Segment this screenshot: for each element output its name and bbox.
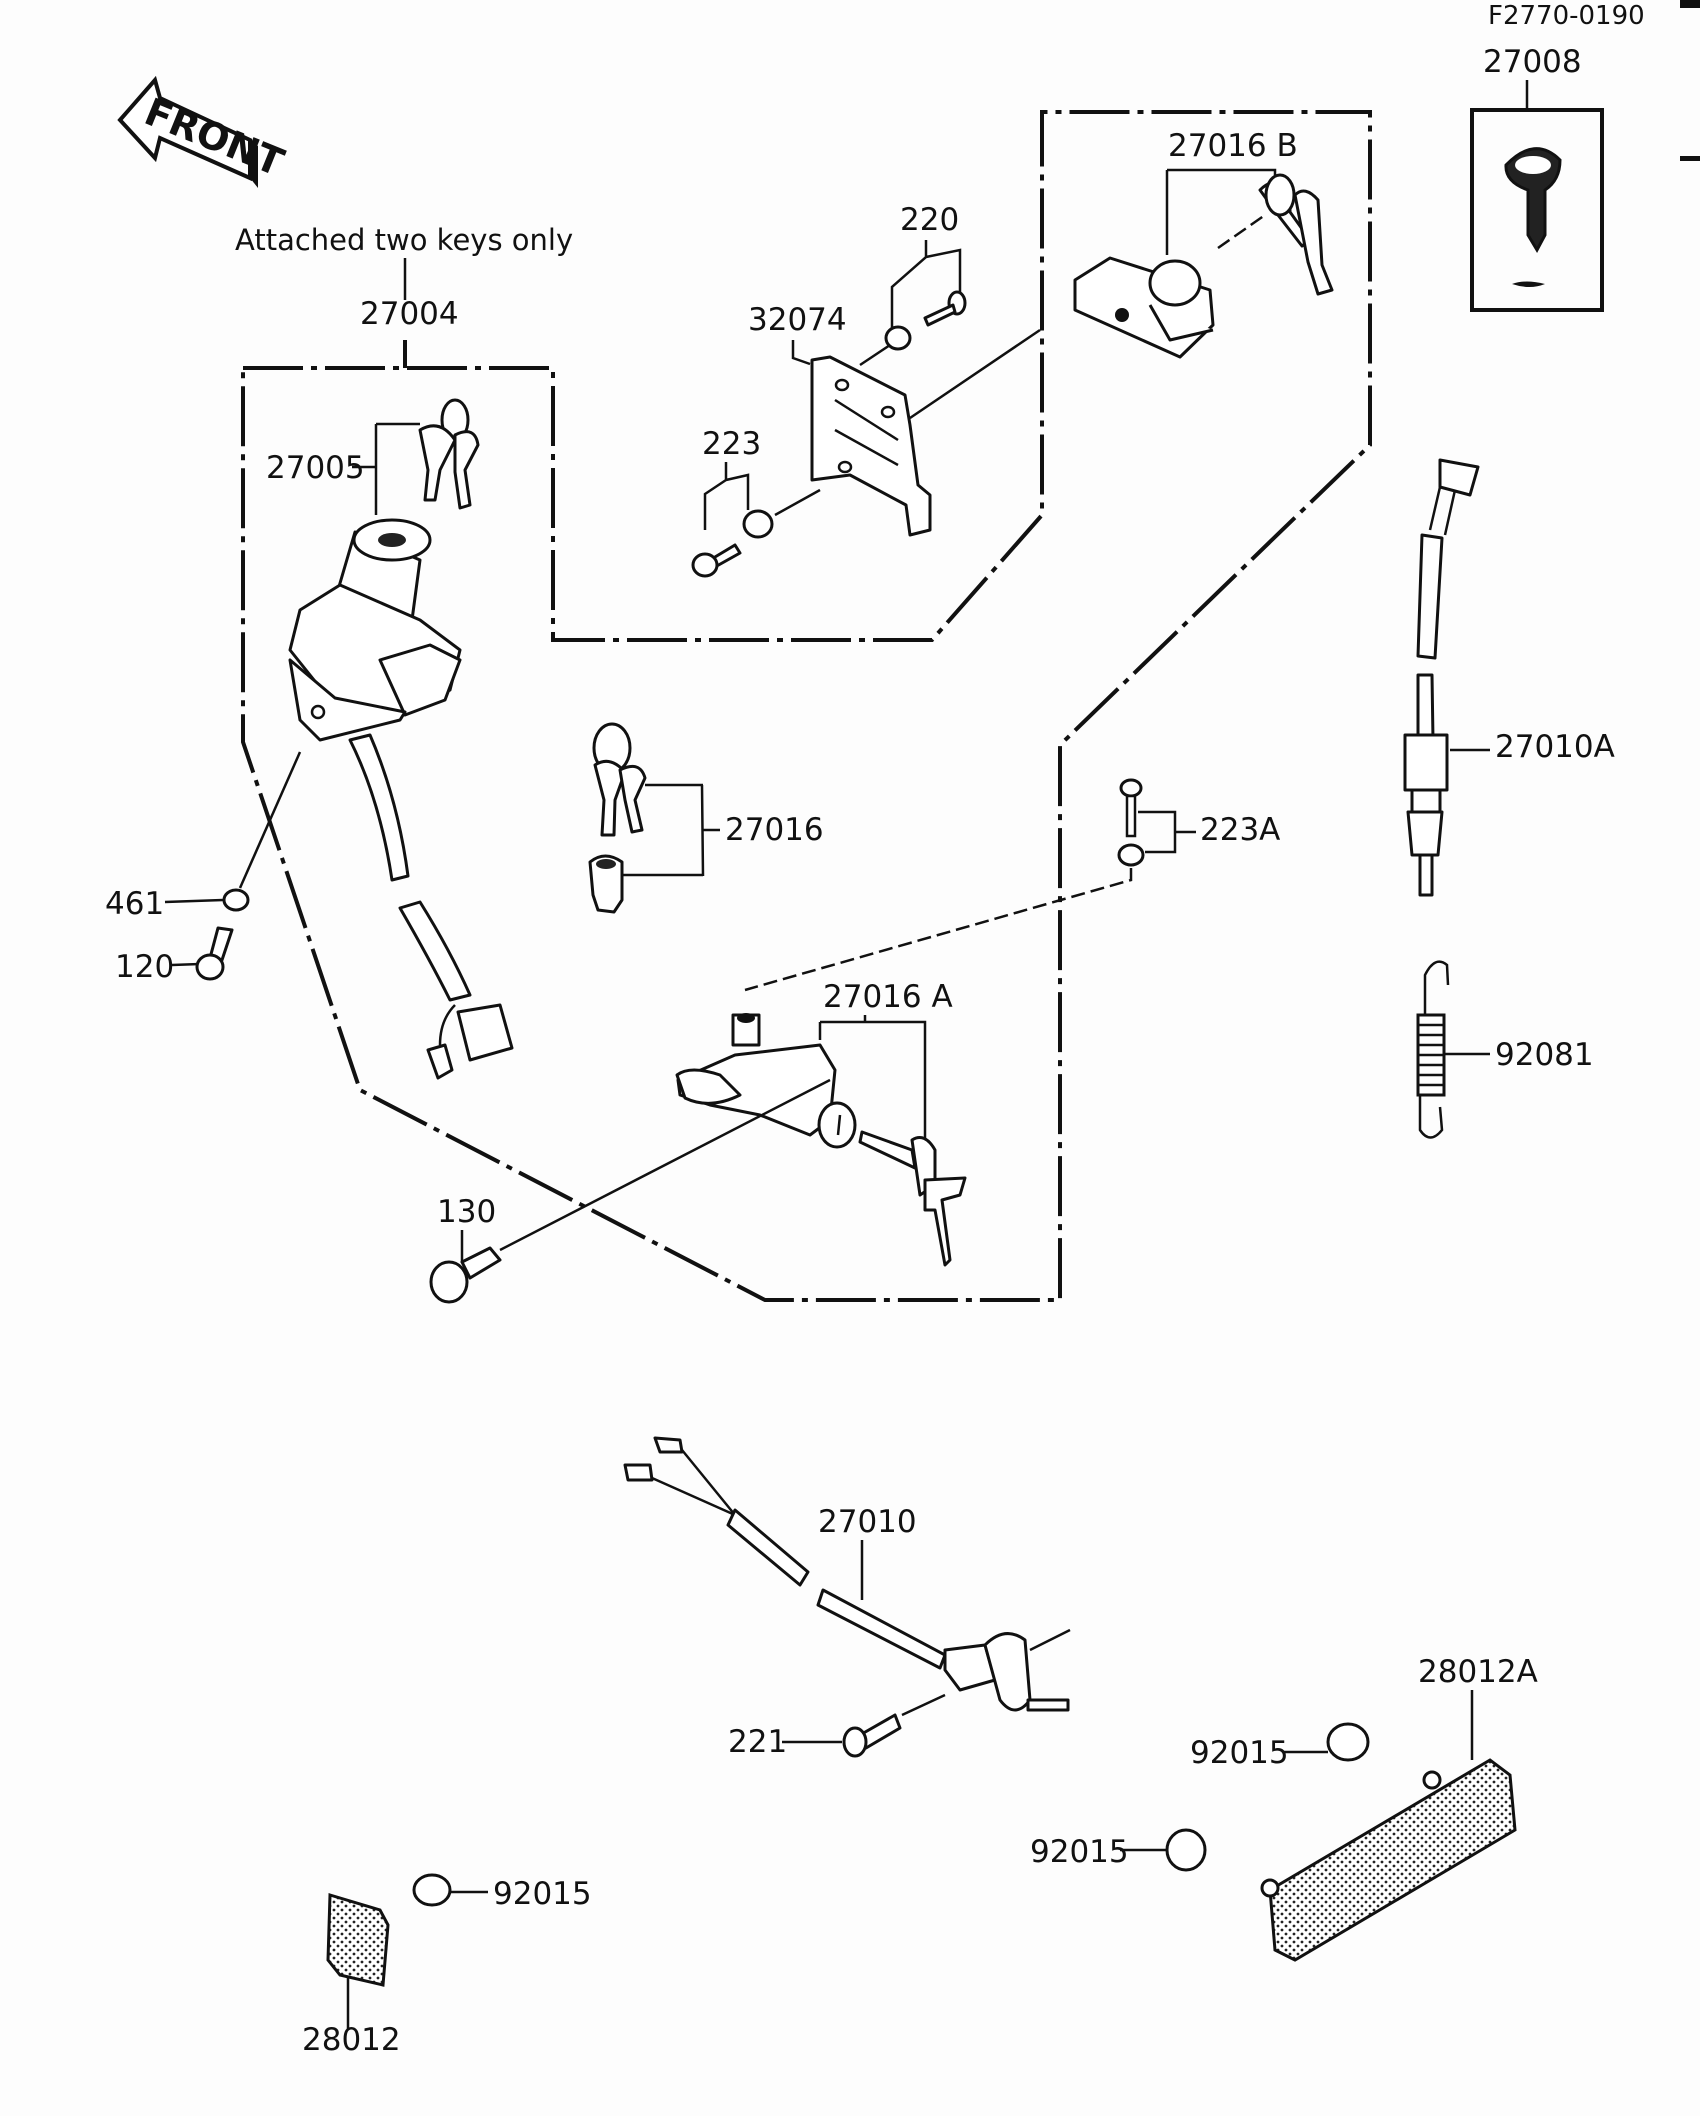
leader-120 xyxy=(171,962,201,967)
bolt-120-icon xyxy=(195,926,234,981)
edge-mark-top xyxy=(1680,0,1700,8)
part-label-92015c: 92015 xyxy=(493,1876,592,1912)
part-label-27010: 27010 xyxy=(818,1504,917,1540)
nut-92015a-icon xyxy=(1326,1722,1370,1762)
attached-keys-note: Attached two keys only xyxy=(235,223,573,257)
part-label-27005: 27005 xyxy=(266,450,365,486)
front-arrow-icon: FRONT xyxy=(117,75,290,188)
part-label-27016A: 27016 A xyxy=(823,979,953,1015)
part-label-220: 220 xyxy=(900,202,959,238)
helmet-lock-icon xyxy=(675,1013,857,1149)
axis-223 xyxy=(774,488,821,517)
front-label: FRONT xyxy=(139,90,290,185)
ignition-switch-icon xyxy=(288,518,462,742)
part-label-461: 461 xyxy=(105,886,164,922)
washer-461-icon xyxy=(222,888,250,912)
bracket-32074-icon xyxy=(810,355,932,537)
part-label-223A: 223A xyxy=(1200,812,1280,848)
part-label-92081: 92081 xyxy=(1495,1037,1594,1073)
part-label-27008: 27008 xyxy=(1483,44,1582,80)
part-label-92015a: 92015 xyxy=(1190,1735,1289,1771)
key-axis-27016B xyxy=(1217,213,1266,250)
leader-220 xyxy=(890,240,962,330)
reflector-28012-icon xyxy=(326,1893,390,1987)
part-label-27016B: 27016 B xyxy=(1168,128,1298,164)
key-set-27016-icon xyxy=(588,722,647,914)
screw-223-icon xyxy=(691,509,774,578)
part-label-130: 130 xyxy=(437,1194,496,1230)
leader-27005 xyxy=(352,422,420,515)
part-label-92015b: 92015 xyxy=(1030,1834,1129,1870)
ignition-keys-icon xyxy=(418,398,480,510)
part-label-223: 223 xyxy=(702,426,761,462)
leader-223 xyxy=(703,462,750,530)
reflector-28012A-icon xyxy=(1260,1758,1517,1962)
reference-code: F2770-0190 xyxy=(1488,1,1645,31)
screw-221-icon xyxy=(842,1713,902,1758)
helmet-lock-keys-icon xyxy=(858,1130,967,1267)
key-blank-box xyxy=(1470,108,1604,312)
part-label-120: 120 xyxy=(115,949,174,985)
part-label-28012A: 28012A xyxy=(1418,1654,1538,1690)
axis-223A xyxy=(744,868,1133,992)
axis-32074-lock xyxy=(909,328,1041,420)
axis-220 xyxy=(859,343,891,367)
part-label-27004: 27004 xyxy=(360,296,459,332)
seat-lock-keys-icon xyxy=(1258,173,1334,296)
edge-mark-mid xyxy=(1680,156,1700,161)
leader-27016 xyxy=(622,783,720,877)
ignition-harness-icon xyxy=(348,733,514,1080)
leader-223A xyxy=(1138,810,1196,854)
part-label-27010A: 27010A xyxy=(1495,729,1615,765)
part-label-221: 221 xyxy=(728,1724,787,1760)
spring-92081-icon xyxy=(1416,960,1450,1139)
nut-92015b-icon xyxy=(1165,1828,1207,1872)
part-label-28012: 28012 xyxy=(302,2022,401,2058)
axis-461 xyxy=(238,751,302,889)
screw-223A-icon xyxy=(1117,778,1145,867)
bolt-130-icon xyxy=(429,1246,502,1304)
assembly-boundary xyxy=(241,110,1372,1302)
key-blank-icon xyxy=(1504,147,1562,287)
leader-32074 xyxy=(791,340,811,366)
leader-27016B xyxy=(1165,168,1277,255)
leader-461 xyxy=(164,898,224,904)
screw-220-icon xyxy=(884,290,967,351)
part-label-27016: 27016 xyxy=(725,812,824,848)
switch-27010A-icon xyxy=(1403,458,1480,897)
seat-lock-icon xyxy=(1073,256,1215,359)
axis-27010 xyxy=(1029,1628,1071,1652)
part-label-32074: 32074 xyxy=(748,302,847,338)
leader-27016A xyxy=(818,1015,927,1140)
switch-27010-icon xyxy=(623,1436,1070,1712)
axis-221 xyxy=(901,1693,946,1717)
nut-92015c-icon xyxy=(412,1873,452,1907)
axis-130 xyxy=(499,1078,831,1252)
